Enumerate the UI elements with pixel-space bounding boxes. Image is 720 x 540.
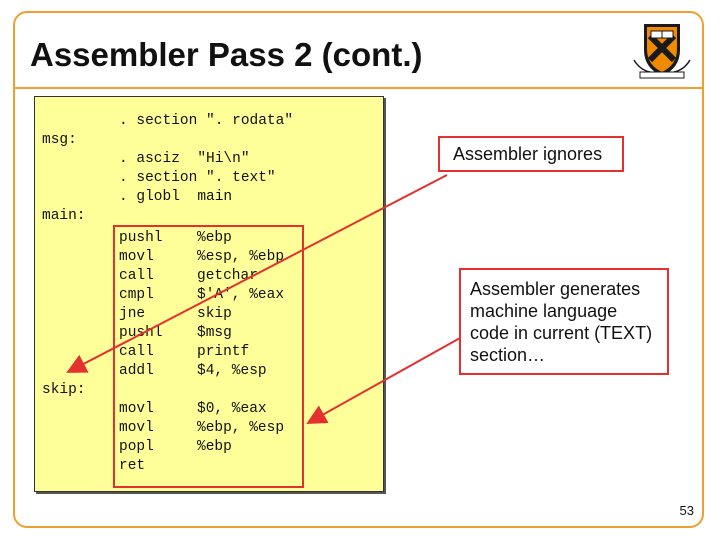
arrow-to-text-section bbox=[306, 337, 461, 424]
code-label: skip: bbox=[42, 382, 86, 398]
code-operand: $4, %esp bbox=[197, 363, 267, 379]
code-listing-box bbox=[34, 96, 384, 492]
code-operand: %ebp, %esp bbox=[197, 420, 285, 436]
code-label: main: bbox=[42, 208, 86, 224]
code-operand: getchar bbox=[197, 268, 258, 284]
highlight-text-section bbox=[113, 225, 304, 488]
callout-generates-text: Assembler generates machine language cod… bbox=[470, 279, 653, 365]
code-instruction: cmpl bbox=[119, 287, 154, 303]
callout-assembler-generates: Assembler generates machine language cod… bbox=[459, 268, 669, 375]
code-instruction: ret bbox=[119, 458, 146, 474]
code-instruction: movl bbox=[119, 401, 154, 417]
title-rule bbox=[14, 87, 704, 89]
code-operand: skip bbox=[197, 306, 232, 322]
arrow-to-skip-label bbox=[66, 174, 448, 373]
callout-ignores-text: Assembler ignores bbox=[453, 144, 603, 164]
code-instruction: popl bbox=[119, 439, 154, 455]
slide-title: Assembler Pass 2 (cont.) bbox=[30, 36, 423, 73]
slide-frame bbox=[13, 11, 704, 528]
code-instruction: movl bbox=[119, 249, 154, 265]
code-label: msg: bbox=[42, 132, 77, 148]
code-operand: %ebp bbox=[197, 230, 232, 246]
code-operand: %ebp bbox=[197, 439, 232, 455]
code-instruction: addl bbox=[119, 363, 154, 379]
code-instruction: movl bbox=[119, 420, 154, 436]
code-instruction: pushl bbox=[119, 230, 163, 246]
code-instruction: . globl main bbox=[119, 189, 233, 205]
code-operand: %esp, %ebp bbox=[197, 249, 285, 265]
callout-assembler-ignores: Assembler ignores bbox=[438, 136, 624, 172]
code-instruction: . section ". rodata" bbox=[119, 113, 294, 129]
code-instruction: jne bbox=[119, 306, 146, 322]
code-operand: $msg bbox=[197, 325, 232, 341]
code-instruction: . asciz "Hi\n" bbox=[119, 151, 250, 167]
page-number: 53 bbox=[679, 503, 694, 518]
code-instruction: . section ". text" bbox=[119, 170, 276, 186]
code-instruction: call bbox=[119, 268, 154, 284]
university-shield-logo bbox=[630, 20, 694, 82]
code-instruction: call bbox=[119, 344, 154, 360]
code-operand: $0, %eax bbox=[197, 401, 267, 417]
code-operand: printf bbox=[197, 344, 250, 360]
